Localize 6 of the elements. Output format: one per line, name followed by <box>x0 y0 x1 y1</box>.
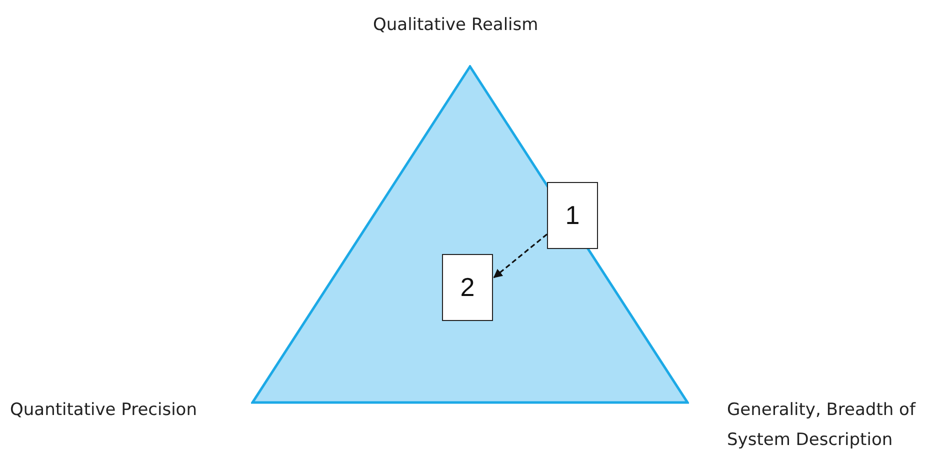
dashed-arrow <box>493 234 548 278</box>
vertex-label: Qualitative Realism <box>373 14 538 37</box>
vertex-label: Quantitative Precision <box>10 399 197 422</box>
numbered-box: 2 <box>442 254 493 321</box>
vertex-label: Generality, Breadth of System Description <box>727 399 917 452</box>
numbered-box: 1 <box>547 182 598 249</box>
